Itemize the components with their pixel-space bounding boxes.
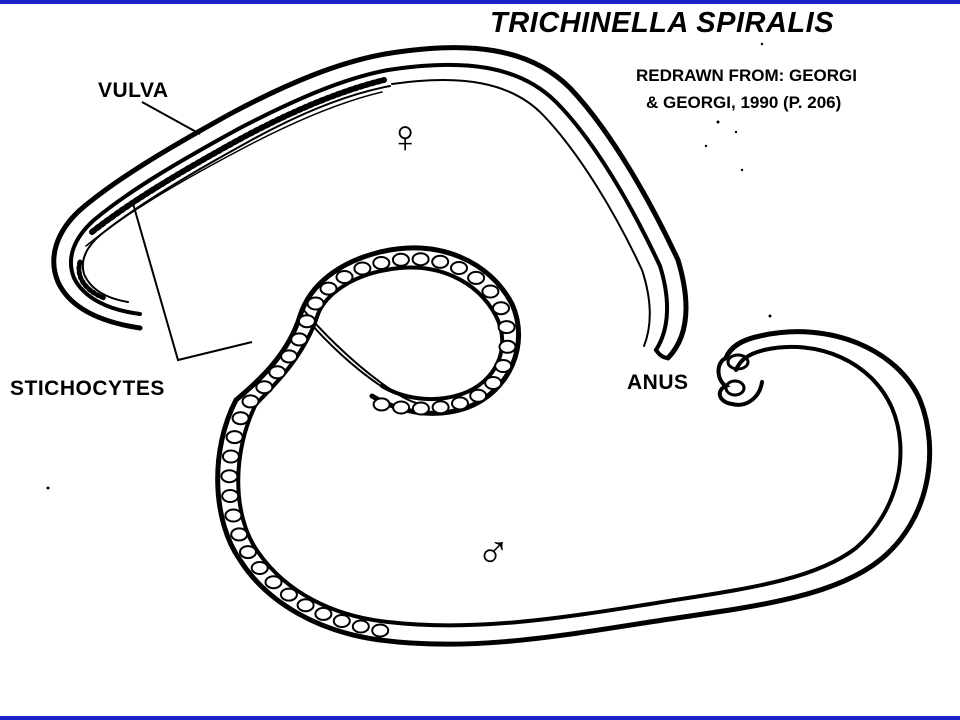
stichocyte-bead (264, 575, 283, 590)
female-symbol: ♀ (388, 110, 423, 162)
stichocyte-bead (332, 614, 351, 628)
stichocyte-bead (469, 388, 488, 403)
stichocyte-bead (392, 400, 411, 415)
label-anus: ANUS (627, 371, 689, 394)
stichocyte-bead (497, 320, 516, 335)
female-stichocytes (76, 77, 387, 301)
stichocyte-bead (268, 365, 287, 380)
stichocyte-bead (279, 587, 298, 602)
stichocyte-bead (319, 281, 338, 296)
label-vulva: VULVA (98, 79, 169, 102)
stichocyte-bead (451, 396, 469, 411)
top-frame-bar (0, 0, 960, 4)
stichocyte-bead (467, 270, 486, 285)
stichocyte-bead (492, 301, 510, 316)
stichocyte-bead (431, 254, 450, 269)
diagram-title: TRICHINELLA SPIRALIS (490, 7, 834, 39)
credit-line-1: REDRAWN FROM: GEORGI (636, 66, 857, 85)
stichocyte-bead (231, 411, 250, 426)
stichocyte-bead (255, 380, 274, 395)
stichocyte-bead (372, 256, 391, 270)
stichocyte-bead (314, 606, 333, 621)
credit-line-2: & GEORGI, 1990 (P. 206) (646, 93, 841, 112)
stichocyte-bead (353, 261, 372, 276)
stichocyte-bead (335, 270, 354, 284)
stichocyte-bead (250, 561, 269, 575)
stichocyte-bead (411, 252, 430, 267)
male-stichocytes (220, 252, 517, 638)
stichocyte-bead (484, 376, 503, 390)
stichocyte-bead (450, 261, 468, 275)
stichocyte-bead (306, 296, 325, 311)
stichocyte-bead (280, 349, 299, 364)
stichocyte-bead (498, 339, 517, 354)
vulva-leader-line (141, 101, 201, 135)
stichocyte-bead (220, 469, 239, 484)
bottom-frame-bar (0, 716, 960, 720)
stichocyte-bead (481, 284, 500, 299)
stichocyte-bead (494, 359, 513, 373)
stichocyte-bead (297, 314, 316, 329)
stichocyte-bead (225, 430, 244, 445)
female-worm (51, 45, 689, 361)
stichocyte-bead (290, 332, 309, 347)
male-worm (215, 245, 933, 647)
male-symbol: ♂ (476, 524, 511, 576)
stichocyte-bead (221, 449, 240, 464)
label-stichocytes: STICHOCYTES (10, 377, 165, 400)
stichocyte-bead (372, 397, 391, 412)
stichocyte-bead (224, 508, 243, 523)
stichocyte-bead (411, 401, 430, 416)
scan-specks (46, 42, 772, 490)
male-symbol-glyph: ♂ (476, 524, 511, 576)
stichocyte-bead (431, 400, 450, 415)
stichocyte-bead (230, 527, 249, 542)
stichocyte-bead (391, 252, 410, 267)
stichocytes-leader-line (131, 199, 253, 362)
stichocyte-bead (296, 598, 315, 613)
stichocyte-bead (371, 623, 390, 638)
stichocyte-bead (241, 394, 260, 409)
stichocyte-bead (221, 489, 240, 503)
stichocyte-bead (351, 619, 370, 634)
stichocyte-bead (239, 545, 257, 560)
